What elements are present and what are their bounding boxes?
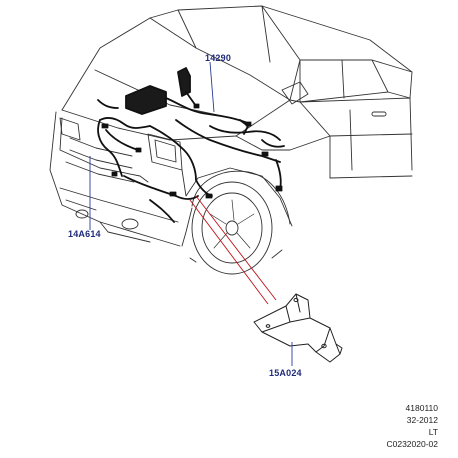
callout-14a614[interactable]: 14A614 bbox=[68, 229, 101, 239]
harness-connectors bbox=[101, 103, 283, 199]
footer-reference: 4180110 bbox=[405, 403, 438, 413]
callout-14290[interactable]: 14290 bbox=[205, 53, 232, 63]
leader-line-red-2 bbox=[195, 195, 277, 301]
mounting-bracket bbox=[253, 293, 343, 363]
leader-lines bbox=[89, 61, 293, 366]
footer-side: LT bbox=[428, 427, 438, 437]
footer-illustration-code: C0232020-02 bbox=[386, 439, 438, 449]
wiring-harness bbox=[97, 67, 285, 223]
leader-line-14290 bbox=[209, 61, 215, 113]
footer-date: 32-2012 bbox=[406, 415, 438, 425]
vehicle-outline bbox=[49, 5, 413, 275]
callout-15a024[interactable]: 15A024 bbox=[269, 368, 302, 378]
leader-line-red-1 bbox=[189, 199, 269, 305]
